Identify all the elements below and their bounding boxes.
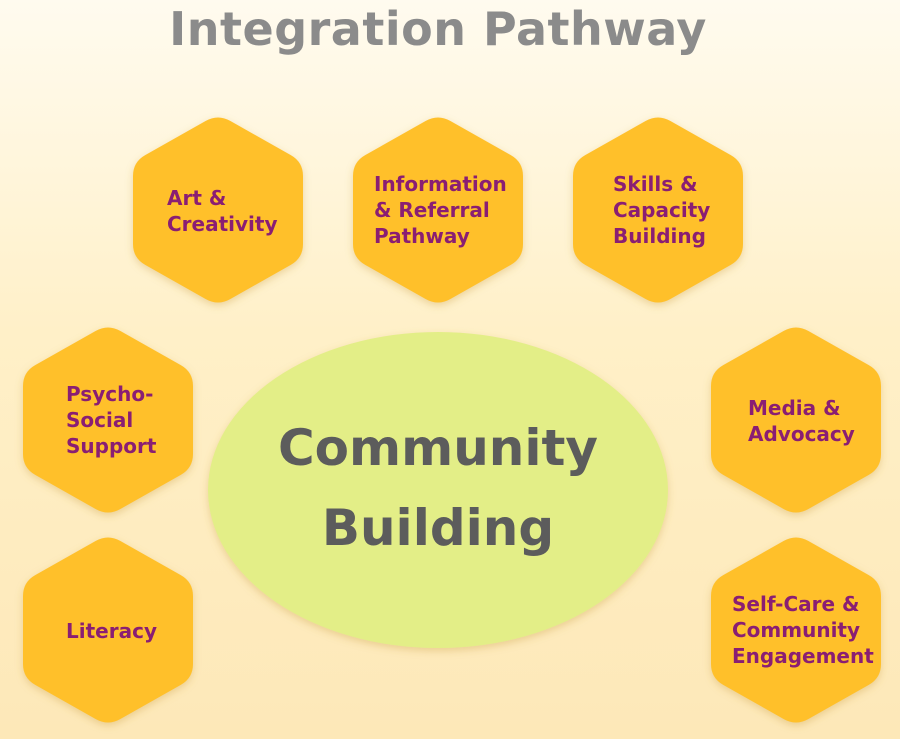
hexagon-information-referral [353,117,523,303]
center-ellipse [208,332,668,648]
hexagon-media-advocacy [711,327,881,513]
hexagon-art-creativity [133,117,303,303]
center-label: Community Building [277,419,599,557]
node-label-literacy: Literacy [66,619,157,643]
node-label-art-creativity: Art & Creativity [167,186,278,236]
hexagon-self-care [711,537,881,723]
node-label-self-care: Self-Care & Community Engagement [732,592,874,668]
node-label-psycho-social: Psycho- Social Support [66,382,157,458]
node-label-media-advocacy: Media & Advocacy [748,396,855,446]
node-label-information-referral: Information & Referral Pathway [374,172,507,248]
node-label-skills-capacity: Skills & Capacity Building [613,172,711,248]
diagram-title: Integration Pathway [169,2,707,56]
hexagon-literacy [23,537,193,723]
hexagon-psycho-social [23,327,193,513]
hexagon-skills-capacity [573,117,743,303]
